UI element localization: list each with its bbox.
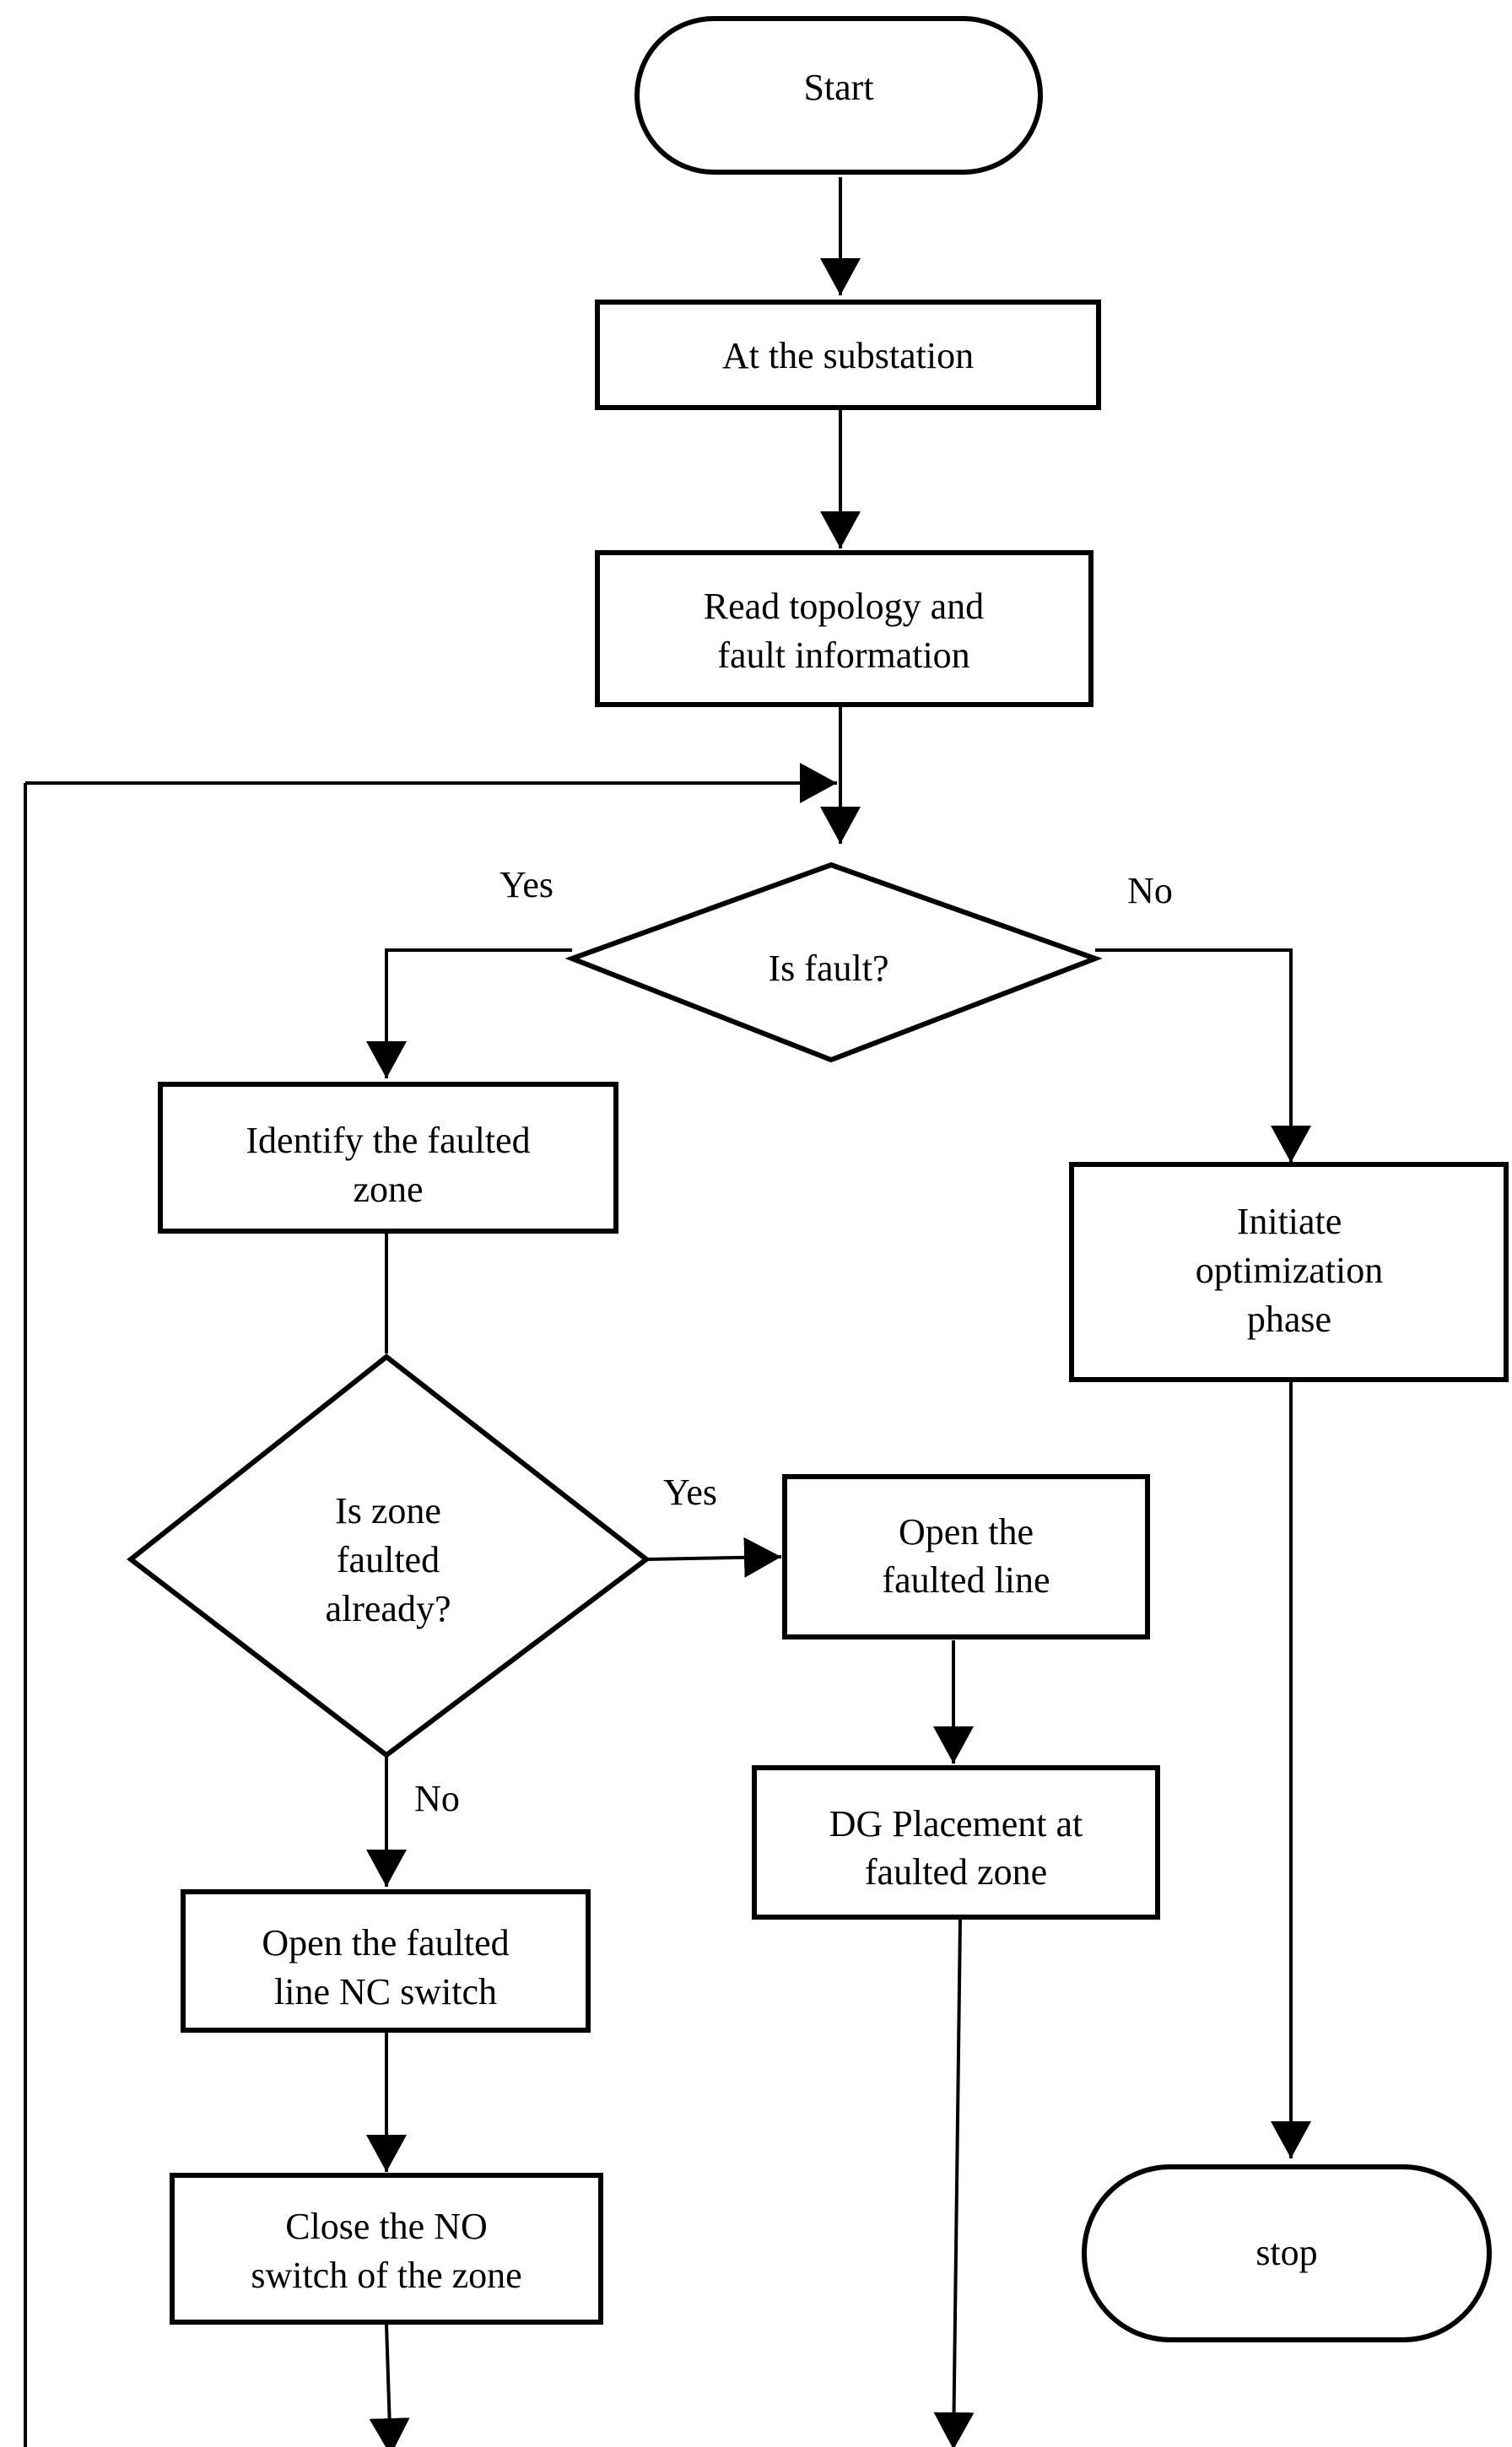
stop-label: stop <box>1256 2232 1317 2273</box>
identify-zone-label-1: Identify the faulted <box>246 1120 530 1161</box>
is-fault-label: Is fault? <box>769 948 889 989</box>
is-zone-faulted-decision <box>127 1353 651 1758</box>
substation-label: At the substation <box>722 335 974 376</box>
fault-no-label: No <box>1127 870 1173 911</box>
start-terminal <box>634 16 1043 175</box>
initiate-optimization-box <box>1069 1162 1509 1382</box>
read-topology-label-2: fault information <box>717 635 969 676</box>
open-nc-switch-label-2: line NC switch <box>274 1971 497 2012</box>
zone-yes-label: Yes <box>663 1472 717 1513</box>
open-faulted-line-box <box>782 1474 1150 1639</box>
close-no-switch-label-2: switch of the zone <box>251 2255 521 2296</box>
connector-fault-no <box>1095 948 1311 1163</box>
open-nc-switch-label-1: Open the faulted <box>262 1922 509 1964</box>
loop-back-line <box>24 783 27 2447</box>
initiate-optimization-label-3: phase <box>1247 1299 1331 1340</box>
zone-no-label: No <box>414 1778 460 1819</box>
start-label: Start <box>803 67 873 108</box>
connector-zone-yes <box>645 1537 782 1578</box>
is-zone-faulted-label-3: already? <box>326 1588 451 1629</box>
close-no-switch-box <box>170 2173 603 2325</box>
open-faulted-line-label-1: Open the <box>899 1511 1034 1553</box>
connector-dg-to-loop <box>933 1919 975 2447</box>
substation-box <box>595 300 1101 410</box>
dg-placement-label-1: DG Placement at <box>829 1803 1083 1845</box>
open-nc-switch-box <box>181 1889 591 2033</box>
read-topology-box <box>595 550 1094 707</box>
connector-fault-yes <box>366 948 572 1078</box>
identify-zone-label-2: zone <box>353 1169 423 1210</box>
identify-zone-box <box>158 1082 618 1234</box>
is-zone-faulted-label-1: Is zone <box>335 1490 441 1531</box>
connector-close-to-loop <box>369 2324 410 2447</box>
initiate-optimization-label-2: optimization <box>1196 1250 1383 1291</box>
is-zone-faulted-label-2: faulted <box>337 1539 440 1580</box>
dg-placement-label-2: faulted zone <box>865 1851 1047 1893</box>
open-faulted-line-label-2: faulted line <box>882 1559 1050 1601</box>
initiate-optimization-label-1: Initiate <box>1237 1201 1342 1242</box>
read-topology-label-1: Read topology and <box>704 586 984 627</box>
close-no-switch-label-1: Close the NO <box>285 2206 488 2247</box>
dg-placement-box <box>752 1765 1160 1920</box>
is-fault-decision <box>564 862 1103 1063</box>
stop-terminal <box>1082 2164 1492 2342</box>
fault-yes-label: Yes <box>500 864 554 905</box>
